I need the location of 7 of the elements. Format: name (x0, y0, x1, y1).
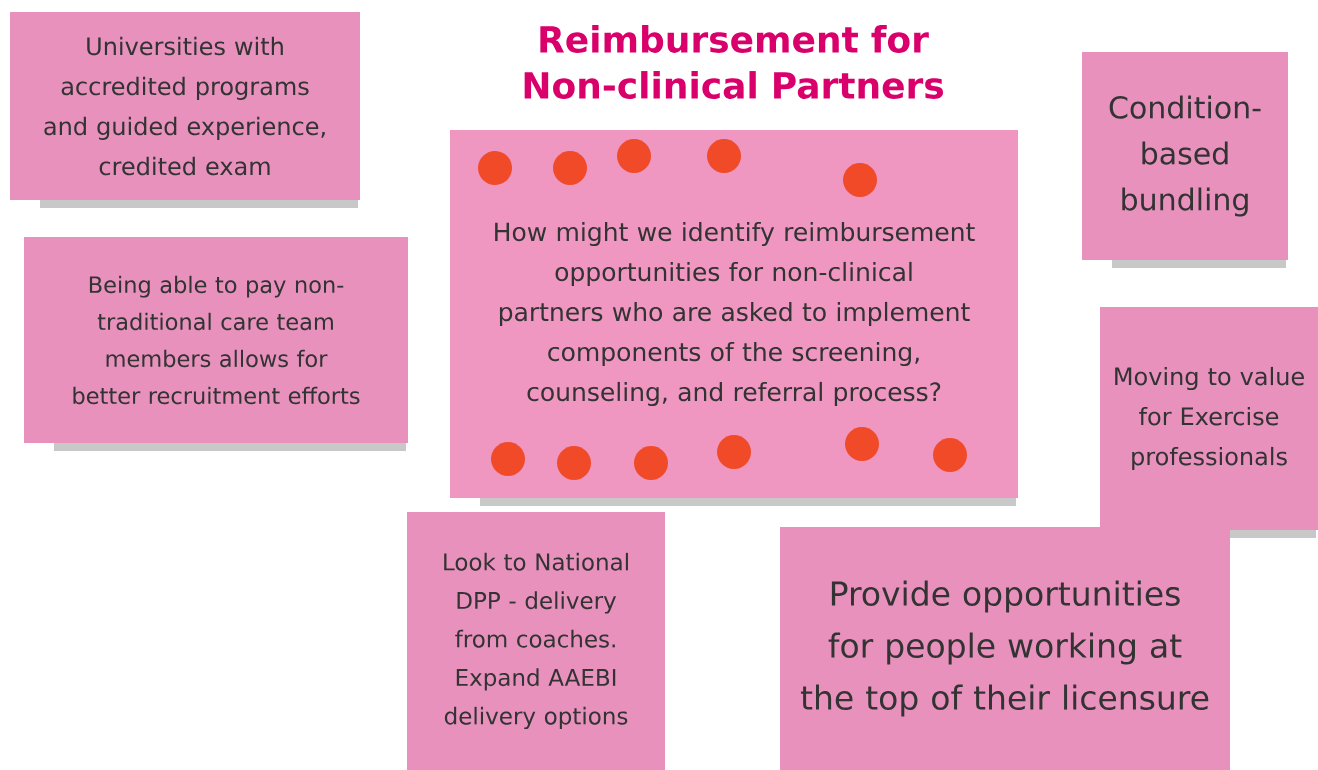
sticky-note: Look to National DPP - delivery from coaches. Expand AAEBI delivery options (407, 512, 665, 770)
title: Reimbursement for Non-clinical Partners (524, 25, 943, 99)
sticky-note: Moving to value for Exercise professionals (1100, 307, 1318, 538)
sticky-note: How might we identify reimbursement opportunities for non-clinical partners who are asked to implement components of the screening, counseling, and referral process? (450, 130, 1018, 506)
sticky-note: Condition-based bundling (1082, 52, 1288, 268)
sticky-note: Being able to pay non-traditional care team members allows for better recruitment efforts (24, 237, 408, 451)
sticky-note: Universities with accredited programs and guided experience, credited exam (10, 12, 360, 208)
